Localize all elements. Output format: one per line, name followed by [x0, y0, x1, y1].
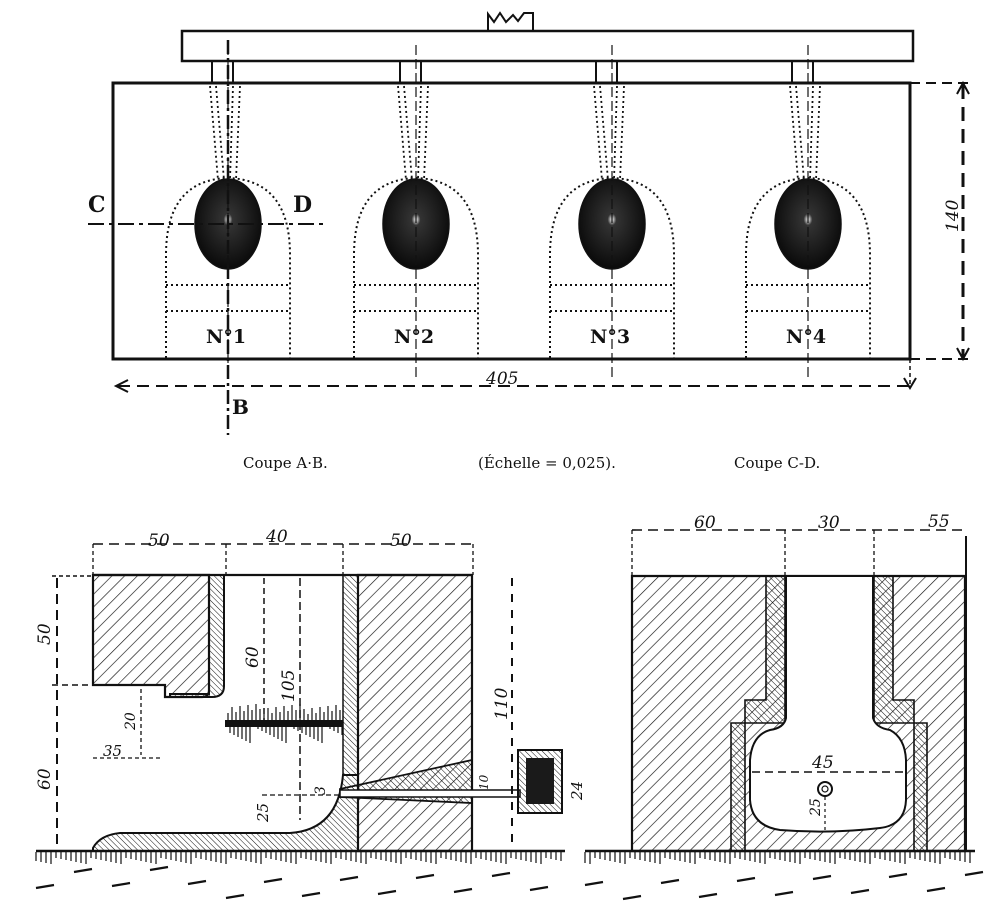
- ab-dim-top-middle: 40: [265, 527, 288, 547]
- blast-main-beam: [180, 29, 915, 63]
- blast-cone: [815, 85, 821, 181]
- ab-dim-box-24: 24: [568, 781, 586, 801]
- cd-dim-top-left: 60: [694, 513, 716, 533]
- ab-dim-top-right: 50: [390, 531, 412, 551]
- caption-section-cd: Coupe C-D.: [734, 454, 820, 472]
- chamber-label: N°2: [394, 326, 434, 348]
- chamber-label: N°1: [206, 326, 246, 348]
- plan-height-label: 140: [943, 199, 963, 232]
- blast-cone: [235, 85, 241, 181]
- cd-dim-top-middle: 30: [818, 513, 840, 533]
- cd-ground: [584, 849, 984, 901]
- ab-dim-tuyere-3: 3: [313, 786, 329, 795]
- ab-ground: [35, 849, 565, 900]
- blast-cone: [809, 85, 814, 181]
- ab-dim-tuyere-10: 10: [477, 774, 491, 790]
- ab-fuel-bed: [225, 720, 343, 727]
- chamber-label: N°4: [786, 326, 826, 348]
- ab-dim-left-lower: 60: [35, 768, 55, 790]
- section-ab: 50 40 50 50 60 20 35: [35, 527, 586, 900]
- blast-cone: [423, 85, 429, 181]
- chamber-3: N°3: [549, 45, 675, 380]
- plan-view: N°1 N°2 N°3 N°4 C D B 405 140: [88, 11, 970, 435]
- cd-channel: [749, 575, 907, 833]
- blast-cone: [417, 85, 422, 181]
- blast-cone: [209, 85, 219, 181]
- ab-fuel-bed-texture: [227, 704, 343, 743]
- break-mark: [487, 11, 534, 30]
- ab-right-lining: [342, 574, 359, 776]
- plan-length-label: 405: [485, 369, 518, 389]
- ab-dim-step-width: 35: [103, 742, 122, 760]
- blast-cone: [613, 85, 618, 181]
- cd-dim-top-right: 55: [928, 512, 950, 532]
- ab-dim-inner-60: 60: [243, 646, 263, 668]
- arrow-left-icon: [113, 379, 129, 393]
- ab-left-wall: [91, 573, 211, 699]
- cd-dim-chamber-width: 45: [811, 753, 834, 773]
- caption-section-ab: Coupe A·B.: [243, 454, 328, 472]
- blast-cone: [215, 85, 225, 181]
- blast-cone: [397, 85, 407, 181]
- blast-cone: [593, 85, 603, 181]
- blast-cone: [403, 85, 413, 181]
- blast-cone: [599, 85, 609, 181]
- ab-dim-left-upper: 50: [35, 623, 55, 645]
- ab-dim-right-height: 110: [492, 687, 512, 720]
- ab-left-lining: [169, 574, 225, 698]
- ab-dim-inner-105: 105: [279, 670, 299, 702]
- ab-dim-step-height: 20: [123, 712, 139, 731]
- blast-cone: [619, 85, 625, 181]
- ab-floor-lining: [92, 774, 359, 852]
- section-cd: 60 30 55 45 25: [584, 512, 984, 901]
- ab-right-wall: [356, 573, 474, 853]
- blast-cone: [795, 85, 805, 181]
- cd-dim-chamber-floor: 25: [808, 798, 824, 817]
- ab-dim-floor-rise: 25: [254, 803, 272, 823]
- section-marker-d: D: [293, 192, 312, 218]
- blast-cone: [229, 85, 234, 181]
- caption-scale: (Échelle = 0,025).: [478, 454, 616, 472]
- cd-tuyere-opening: [817, 781, 833, 797]
- section-marker-c: C: [88, 192, 106, 218]
- ab-dim-top-left: 50: [148, 531, 170, 551]
- blast-cone: [789, 85, 799, 181]
- furnace-body: [111, 81, 912, 361]
- section-marker-b: B: [232, 395, 249, 419]
- chamber-4: N°4: [745, 45, 871, 380]
- chamber-label: N°3: [590, 326, 630, 348]
- chamber-2: N°2: [353, 45, 479, 380]
